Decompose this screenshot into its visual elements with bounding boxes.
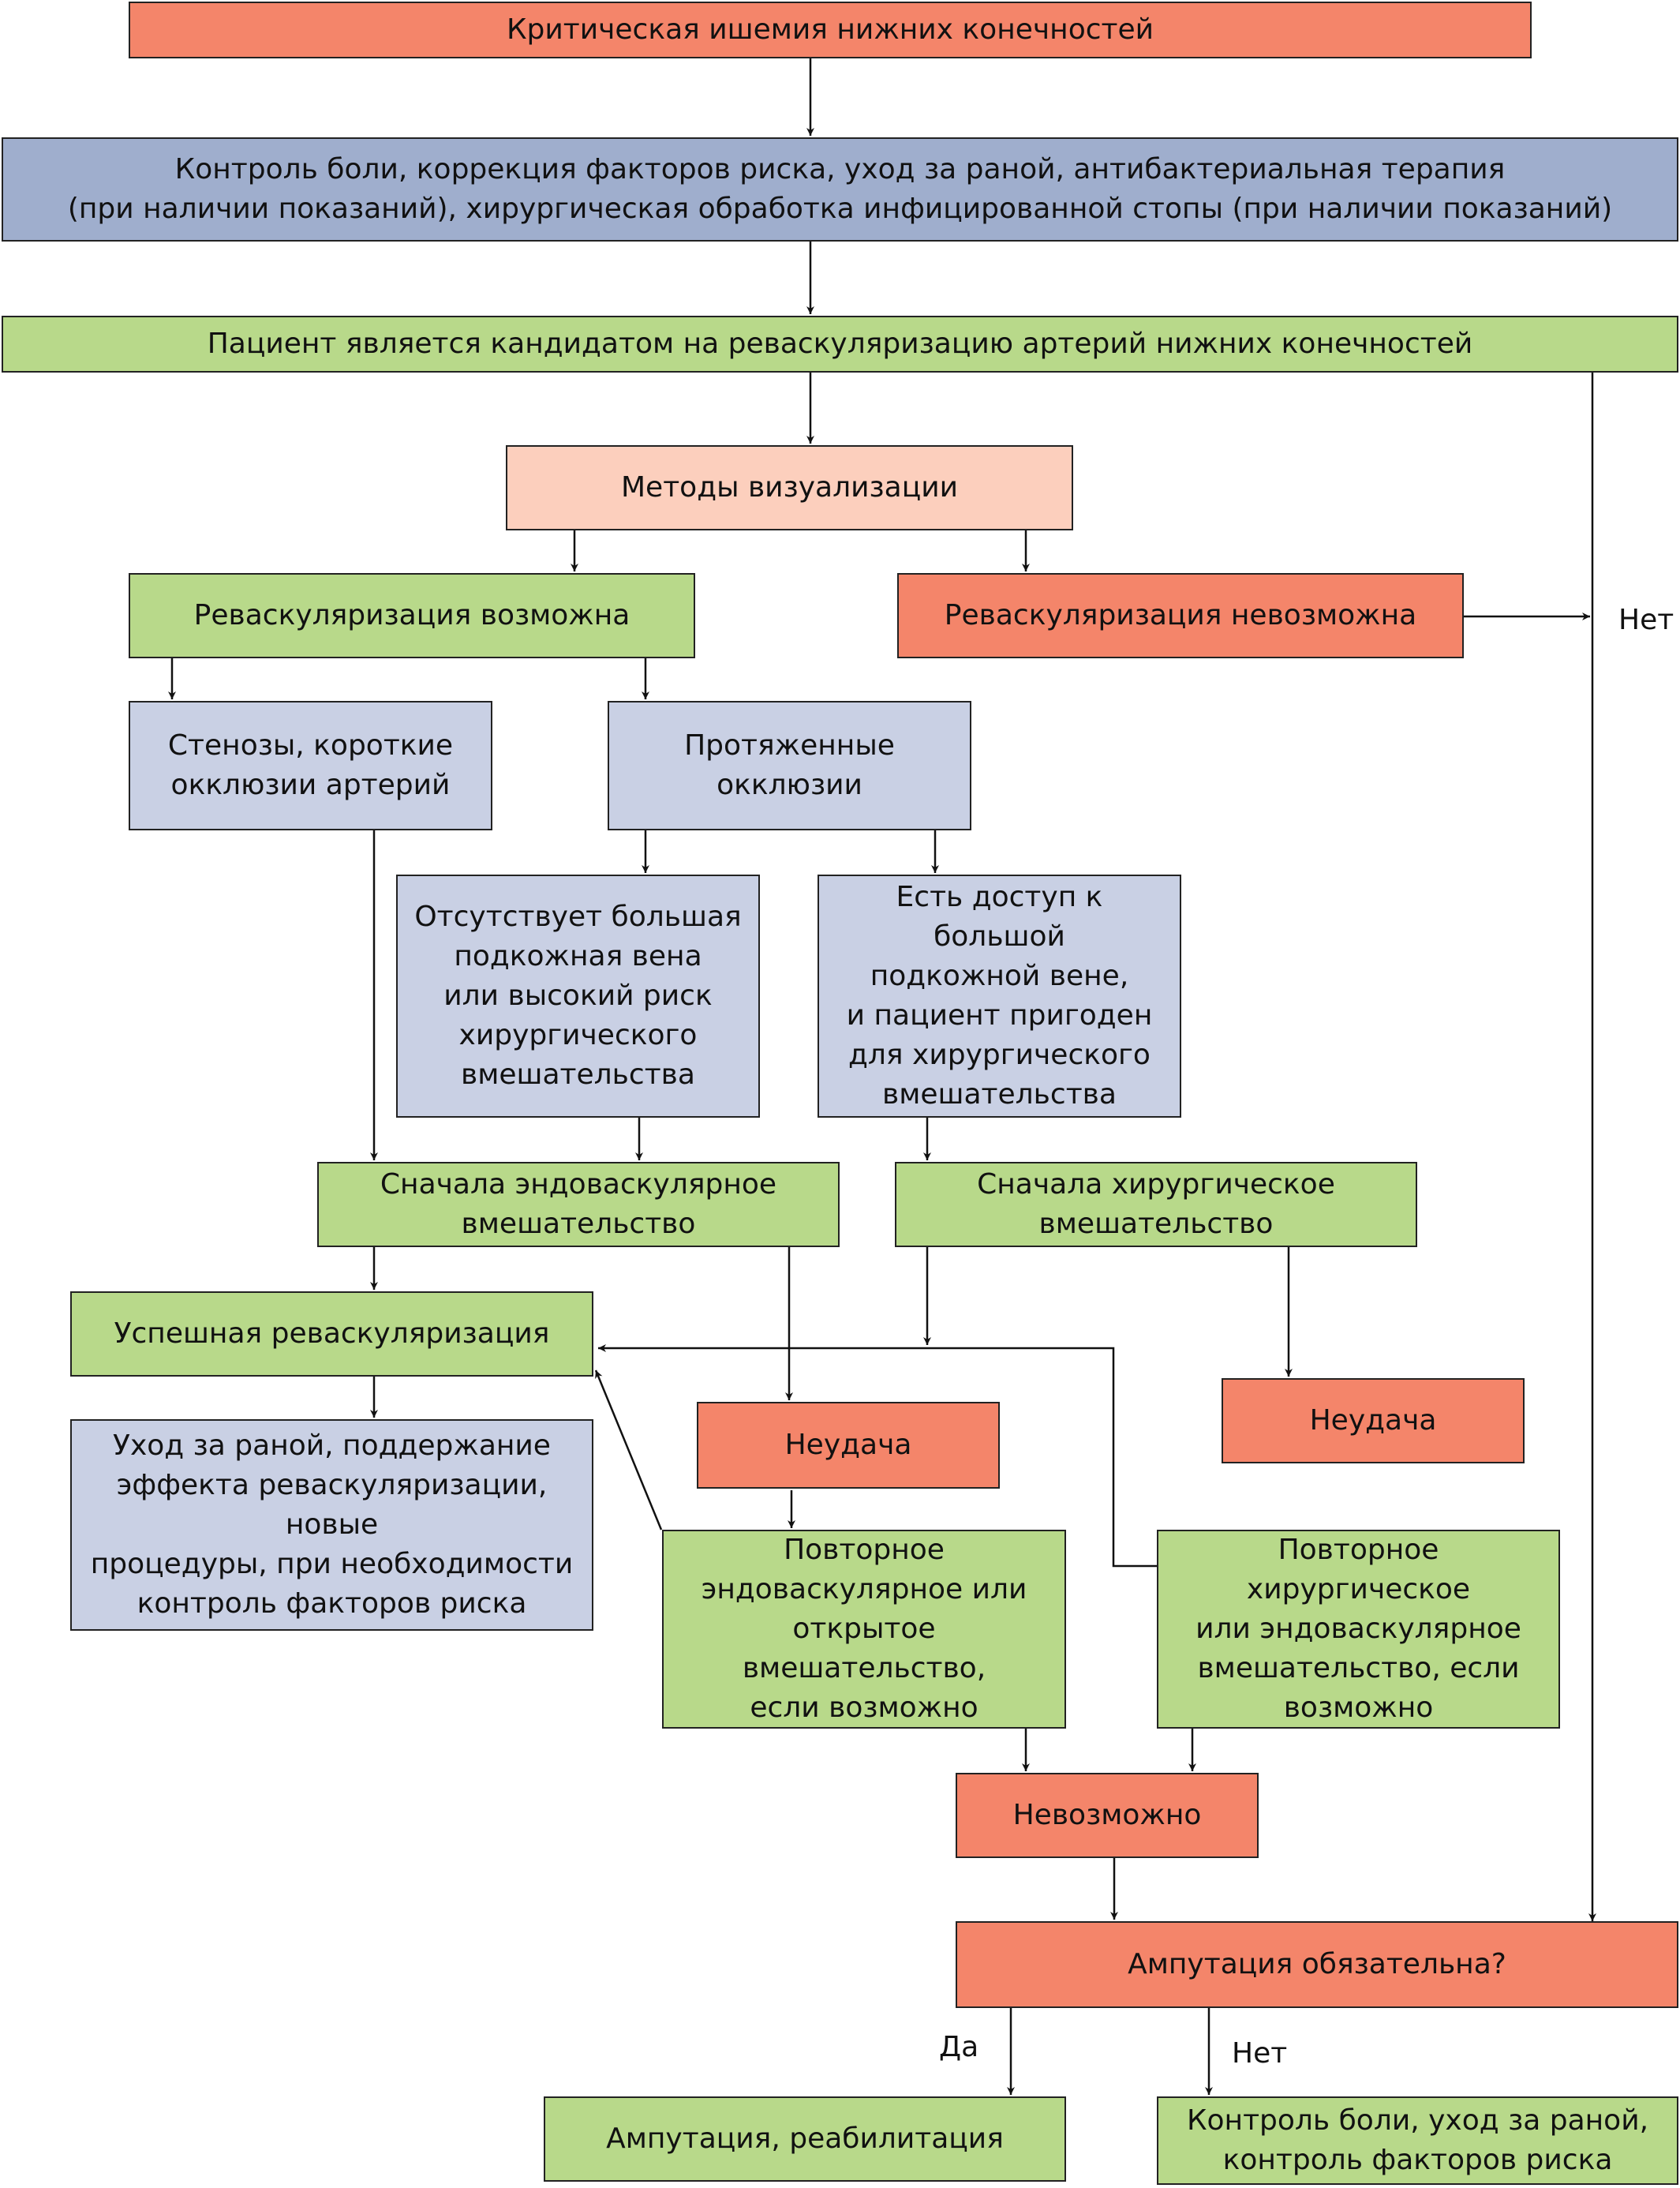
box-surgery-first: Сначала хирургическое вмешательство (895, 1162, 1417, 1247)
box-text: Реваскуляризация возможна (193, 599, 630, 631)
box-no-saphenous-vein: Отсутствует большая подкожная вена или в… (396, 875, 760, 1118)
box-text: Методы визуализации (621, 471, 958, 504)
box-imaging-methods: Методы визуализации (506, 445, 1073, 530)
box-saphenous-access: Есть доступ к большой подкожной вене, и … (818, 875, 1181, 1118)
box-impossible: Невозможно (956, 1773, 1259, 1858)
box-revasc-impossible: Реваскуляризация невозможна (897, 573, 1464, 658)
box-text: Сначала эндоваскулярное вмешательство (380, 1168, 777, 1240)
box-text: Сначала хирургическое вмешательство (977, 1168, 1335, 1240)
box-text: Пациент является кандидатом на реваскуля… (207, 328, 1473, 360)
box-text: Неудача (784, 1429, 912, 1461)
box-text: Стенозы, короткие окклюзии артерий (167, 729, 454, 801)
label-no-bottom: Нет (1232, 2037, 1288, 2070)
box-revasc-candidate: Пациент является кандидатом на реваскуля… (2, 316, 1678, 373)
box-long-occlusions: Протяженные окклюзии (608, 701, 971, 830)
box-text: Отсутствует большая подкожная вена или в… (414, 901, 742, 1091)
box-repeat-endo: Повторное эндоваскулярное или открытое в… (662, 1530, 1066, 1729)
box-failure-endo: Неудача (697, 1402, 1000, 1489)
box-text: Протяженные окклюзии (684, 729, 895, 801)
box-amputation-required: Ампутация обязательна? (956, 1921, 1678, 2008)
box-text: Невозможно (1012, 1799, 1202, 1831)
box-amputation-rehab: Ампутация, реабилитация (544, 2096, 1066, 2182)
box-pain-wound-control: Контроль боли, уход за раной, контроль ф… (1157, 2096, 1678, 2185)
box-wound-care: Уход за раной, поддержание эффекта ревас… (70, 1419, 593, 1631)
box-text: Неудача (1309, 1404, 1437, 1437)
box-pain-control: Контроль боли, коррекция факторов риска,… (2, 137, 1678, 242)
box-text: Уход за раной, поддержание эффекта ревас… (90, 1429, 574, 1620)
label-no-right: Нет (1618, 604, 1674, 636)
box-failure-surgery: Неудача (1222, 1378, 1525, 1463)
box-stenoses: Стенозы, короткие окклюзии артерий (129, 701, 492, 830)
box-text: Контроль боли, уход за раной, контроль ф… (1186, 2104, 1649, 2176)
label-yes: Да (939, 2031, 979, 2063)
box-text: Ампутация, реабилитация (606, 2122, 1004, 2155)
box-successful-revasc: Успешная реваскуляризация (70, 1291, 593, 1377)
box-text: Реваскуляризация невозможна (944, 599, 1417, 631)
box-revasc-possible: Реваскуляризация возможна (129, 573, 695, 658)
box-critical-ischemia: Критическая ишемия нижних конечностей (129, 2, 1532, 58)
box-text: Повторное хирургическое или эндоваскуляр… (1195, 1534, 1521, 1724)
box-text: Критическая ишемия нижних конечностей (506, 13, 1154, 46)
box-endovascular-first: Сначала эндоваскулярное вмешательство (317, 1162, 840, 1247)
box-text: Успешная реваскуляризация (114, 1317, 550, 1350)
box-text: Есть доступ к большой подкожной вене, и … (846, 881, 1153, 1111)
box-repeat-surgery: Повторное хирургическое или эндоваскуляр… (1157, 1530, 1560, 1729)
box-text: Контроль боли, коррекция факторов риска,… (67, 153, 1613, 225)
box-text: Повторное эндоваскулярное или открытое в… (701, 1534, 1027, 1724)
box-text: Ампутация обязательна? (1128, 1948, 1506, 1980)
